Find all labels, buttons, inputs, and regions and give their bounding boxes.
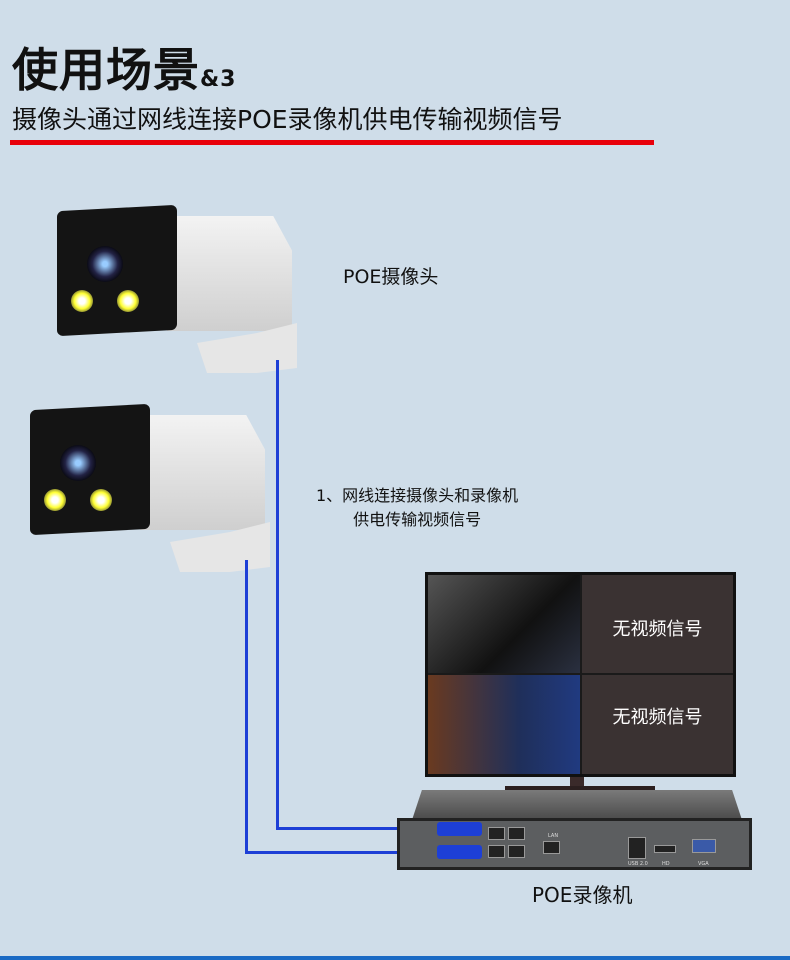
no-signal-panel-2: 无视频信号 <box>582 675 733 774</box>
network-cable-1 <box>276 360 279 830</box>
title-underline <box>10 140 654 145</box>
title-text: 使用场景 <box>12 43 200 97</box>
network-cable-2 <box>245 560 248 853</box>
usb-port <box>628 837 646 859</box>
title-suffix: &3 <box>200 67 237 92</box>
poe-nvr-label: POE录像机 <box>532 883 633 907</box>
hdmi-label: HD <box>662 861 670 867</box>
vga-port <box>692 839 716 853</box>
camera-feed-1 <box>428 575 580 673</box>
page-subtitle: 摄像头通过网线连接POE录像机供电传输视频信号 <box>12 105 563 134</box>
vga-label: VGA <box>698 861 709 867</box>
network-cable-1-h <box>276 827 446 830</box>
bottom-border <box>0 956 790 960</box>
rj45-plug-1 <box>437 822 482 836</box>
lan-port <box>543 841 560 854</box>
no-signal-panel-1: 无视频信号 <box>582 575 733 673</box>
page-title: 使用场景&3 <box>12 34 237 100</box>
poe-camera-label: POE摄像头 <box>343 266 439 288</box>
no-signal-text: 无视频信号 <box>612 619 703 640</box>
no-signal-text: 无视频信号 <box>612 707 703 728</box>
poe-camera-bottom <box>30 403 270 577</box>
poe-camera-top <box>57 204 297 378</box>
camera-feed-2 <box>428 675 580 774</box>
hdmi-port <box>654 845 676 853</box>
rj45-plug-2 <box>437 845 482 859</box>
usb-label: USB 2.0 <box>628 861 648 867</box>
network-cable-2-h <box>245 851 445 854</box>
step-line-2: 供电传输视频信号 <box>353 510 482 529</box>
lan-label: LAN <box>548 833 559 839</box>
monitor: 无视频信号 无视频信号 <box>425 572 736 777</box>
poe-nvr: LAN USB 2.0 HD VGA <box>392 790 757 870</box>
step-description: 1、网线连接摄像头和录像机 供电传输视频信号 <box>316 484 518 532</box>
step-line-1: 1、网线连接摄像头和录像机 <box>316 486 519 505</box>
